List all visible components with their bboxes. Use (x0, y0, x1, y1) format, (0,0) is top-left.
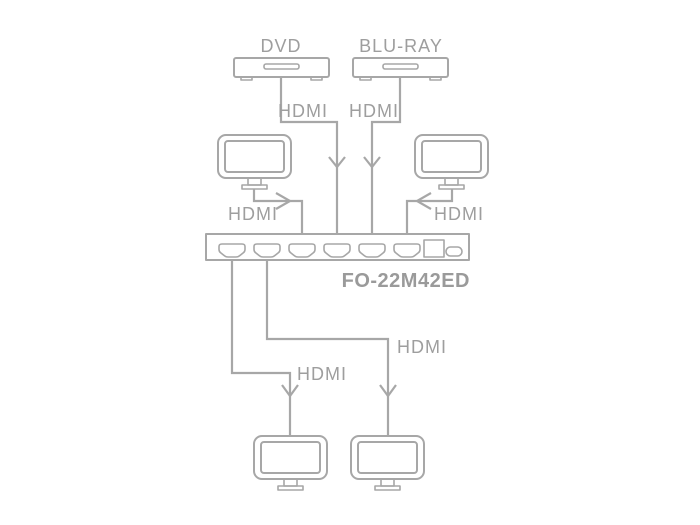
cable-label-display-top-left: HDMI (228, 204, 278, 224)
arrow-right-icon (275, 192, 293, 210)
hdmi-port-icon (358, 243, 386, 258)
hdmi-cable-bluray-to-switch (370, 78, 402, 234)
bluray-player-icon (352, 57, 449, 81)
arrow-down-icon (281, 384, 299, 398)
hdmi-cable-switch-to-display-bottom-right (265, 260, 390, 435)
dvd-player-icon (233, 57, 330, 81)
cable-label-display-top-right: HDMI (434, 204, 484, 224)
cable-label-dvd: HDMI (278, 101, 328, 121)
switch-model-label: FO-22M42ED (342, 270, 470, 292)
monitor-icon-bottom-right (350, 435, 425, 491)
hdmi-port-icon (393, 243, 421, 258)
arrow-down-icon (379, 384, 397, 398)
hdmi-cable-dvd-to-switch (279, 78, 339, 234)
matrix-switch-body (205, 233, 470, 261)
matrix-switch-icon (205, 233, 470, 261)
hdmi-port-icon (288, 243, 316, 258)
hdmi-port-icon (323, 243, 351, 258)
bluray-player-label: BLU-RAY (359, 36, 443, 56)
monitor-icon-top-left (217, 134, 292, 190)
oval-port-icon (445, 246, 463, 257)
cable-label-output-bottom-right: HDMI (397, 337, 447, 357)
square-port-icon (423, 239, 445, 258)
dvd-player-label: DVD (260, 36, 301, 56)
arrow-down-icon (328, 156, 346, 169)
hdmi-cable-display-top-right-to-switch (405, 189, 454, 234)
monitor-icon-bottom-left (253, 435, 328, 491)
monitor-icon-top-right (414, 134, 489, 190)
arrow-down-icon (363, 156, 381, 169)
hdmi-cable-display-top-left-to-switch (252, 189, 304, 234)
cable-label-output-bottom-left: HDMI (297, 364, 347, 384)
hdmi-port-icon (253, 243, 281, 258)
hdmi-port-icon (218, 243, 246, 258)
arrow-left-icon (414, 192, 432, 210)
hdmi-cable-switch-to-display-bottom-left (230, 260, 292, 435)
cable-label-bluray: HDMI (349, 101, 399, 121)
